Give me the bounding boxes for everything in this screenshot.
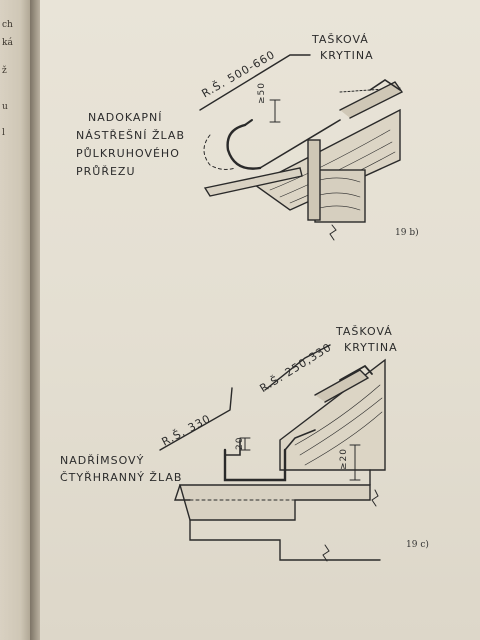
post [307,139,321,221]
roof-covering-label-c-line2: KRYTINA [344,341,398,354]
gutter-name-line2: NÁSTŘEŠNÍ ŽLAB [76,129,185,142]
rs-leader-line [199,54,311,111]
figure-19b-drawing [159,54,404,562]
gutter-name-c-line1: NADŘÍMSOVÝ [60,454,145,467]
box-gutter [223,448,287,482]
gutter-name-line3: PŮLKRUHOVÉHO [76,147,180,160]
page-fragment: l [2,128,5,138]
dimension-min20-label: ≥20 [339,448,349,470]
gutter-name-c-line2: ČTYŘHRANNÝ ŽLAB [60,471,183,484]
alt-gutter-profile [203,134,236,170]
roof-covering-label-line2: KRYTINA [320,49,374,62]
page-fragment: u [2,102,8,112]
gutter-name-line4: PRŮŘEZU [76,165,136,178]
figure-caption-19c: 19 c) [406,540,429,550]
roof-covering-label-c-line1: TAŠKOVÁ [336,325,393,338]
figure-caption-19b: 19 b) [395,228,419,238]
cornice-slab [179,484,371,521]
rs-leader-line-3 [159,387,233,451]
min-height-label: ≥50 [257,82,267,104]
gutter-flashing-c [284,429,316,451]
half-round-gutter [226,123,262,170]
adjacent-page-edge: ch ká ž u l [0,0,34,640]
page-fragment: ž [2,66,7,76]
dimension-20-label: 20 [235,436,245,450]
roof-covering-label-line1: TAŠKOVÁ [312,33,369,46]
tiles-c [314,369,370,403]
wall-line [189,519,381,561]
rafter-block-c [279,358,386,471]
rafter-block [253,108,401,211]
page-fragment: ká [2,38,13,48]
book-page: TAŠKOVÁ KRYTINA R.Š. 500-660 ≥50 NADOKAP… [40,0,480,640]
tile-batten [339,81,404,119]
gutter-name-line1: NADOKAPNÍ [88,111,163,124]
gutter-flashing [259,119,341,169]
rs-leader-line-2 [264,344,331,391]
page-fragment: ch [2,20,13,30]
eave-board [203,167,303,197]
